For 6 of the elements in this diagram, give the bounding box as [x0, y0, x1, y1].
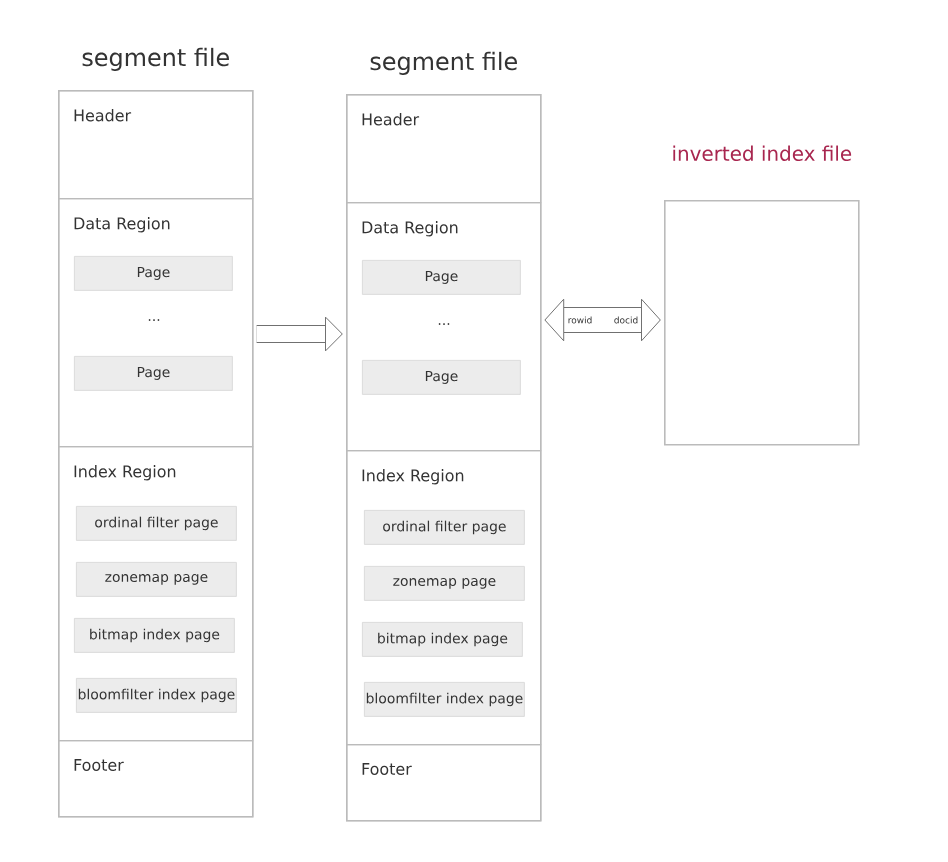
file-box: inverted index file [664, 145, 860, 446]
arrow [544, 298, 661, 342]
node-label: segment file [82, 47, 229, 71]
node-label: inverted index file [673, 145, 852, 161]
arrow [256, 316, 343, 352]
node-label: segment file [370, 51, 517, 75]
